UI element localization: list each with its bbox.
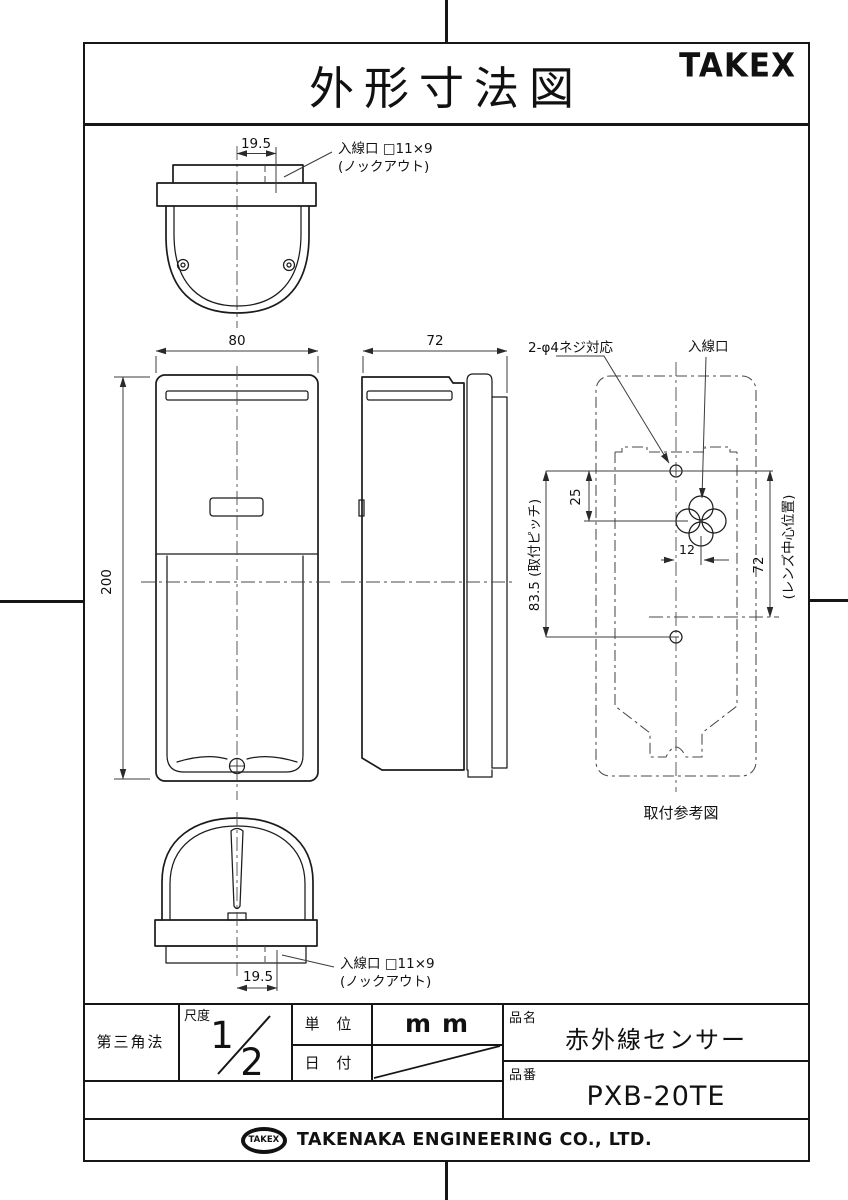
side-view: 72 [341, 333, 516, 778]
unit-label-cell: 単 位 [291, 1003, 371, 1044]
takex-oval-logo-text: TAKEX [248, 1135, 280, 1145]
unit-label: 単 位 [304, 1015, 358, 1033]
scale-denominator: 2 [240, 1041, 264, 1080]
date-label-cell: 日 付 [291, 1044, 371, 1080]
product-name-label: 品名 [509, 1011, 538, 1026]
projection-method-label: 第三角法 [96, 1033, 165, 1051]
mount-caption: 取付参考図 [643, 804, 718, 822]
titleblock-line [502, 1060, 810, 1062]
date-value-cell [371, 1044, 502, 1080]
product-number-value: PXB-20TE [586, 1080, 726, 1112]
product-number-cell: 品番 PXB-20TE [502, 1060, 810, 1118]
date-label: 日 付 [304, 1053, 358, 1072]
mount-dim-12: 12 [679, 542, 695, 557]
mount-dim-72: 72 [751, 556, 767, 573]
titleblock-line [291, 1003, 293, 1080]
product-name-cell: 品名 赤外線センサー [502, 1003, 810, 1060]
mount-dim-pitch: 83.5 (取付ピッチ) [527, 499, 543, 611]
top-view: 19.5 入線口 □11×9 (ノックアウト) [156, 136, 433, 328]
mount-label-inlet: 入線口 [688, 339, 729, 355]
top-view-callout-line1: 入線口 □11×9 [338, 141, 433, 157]
scale-numerator: 1 [210, 1014, 234, 1057]
company-name: TAKENAKA ENGINEERING CO., LTD. [296, 1130, 653, 1150]
bottom-view-callout-line2: (ノックアウト) [340, 974, 431, 990]
titleblock-line [291, 1044, 502, 1046]
front-view-dim-height: 200 [99, 569, 115, 595]
mount-label-lens: (レンズ中心位置) [781, 495, 797, 600]
center-mark-right [810, 599, 848, 602]
top-view-dim-19-5: 19.5 [241, 136, 271, 152]
bottom-view: 19.5 入線口 □11×9 (ノックアウト) [154, 812, 435, 992]
product-name-value: 赤外線センサー [565, 1026, 747, 1054]
brand-logo-text: TAKEX [679, 47, 796, 85]
product-number-label: 品番 [509, 1068, 538, 1083]
page-title: 外形寸法図 [308, 62, 584, 115]
front-view-dim-width: 80 [228, 333, 245, 349]
titleblock-line [83, 1080, 502, 1082]
mount-label-screw: 2-φ4ネジ対応 [528, 340, 613, 356]
titleblock-line [502, 1003, 504, 1118]
scale-label: 尺度 [184, 1008, 210, 1024]
mounting-view: 83.5 (取付ピッチ) 25 72 (レンズ中心位置) 12 2-φ4ネジ対応… [527, 339, 797, 822]
unit-value-cell: mm [371, 1003, 502, 1044]
drawing-frame [83, 42, 810, 1162]
front-view: 80 200 [99, 333, 333, 800]
center-mark-left [0, 600, 83, 603]
titleblock-line [371, 1003, 373, 1080]
title-band-divider [83, 123, 810, 126]
center-mark-bottom [445, 1162, 448, 1200]
takex-oval-logo: TAKEX [240, 1126, 287, 1154]
footer: TAKEX TAKENAKA ENGINEERING CO., LTD. [83, 1118, 810, 1162]
bottom-view-callout-line1: 入線口 □11×9 [340, 956, 435, 972]
titleblock-line [178, 1003, 180, 1080]
unit-value: mm [404, 1009, 480, 1038]
center-mark-top [445, 0, 448, 42]
titleblock-line [83, 1118, 810, 1120]
side-view-dim-depth: 72 [426, 333, 443, 349]
projection-method-cell: 第三角法 [83, 1003, 178, 1080]
top-view-callout-line2: (ノックアウト) [338, 159, 429, 175]
titleblock-line [83, 1003, 810, 1005]
bottom-view-dim-19-5: 19.5 [243, 969, 273, 985]
mount-dim-25: 25 [568, 488, 584, 505]
scale-cell: 尺度 1 2 [178, 1003, 291, 1080]
